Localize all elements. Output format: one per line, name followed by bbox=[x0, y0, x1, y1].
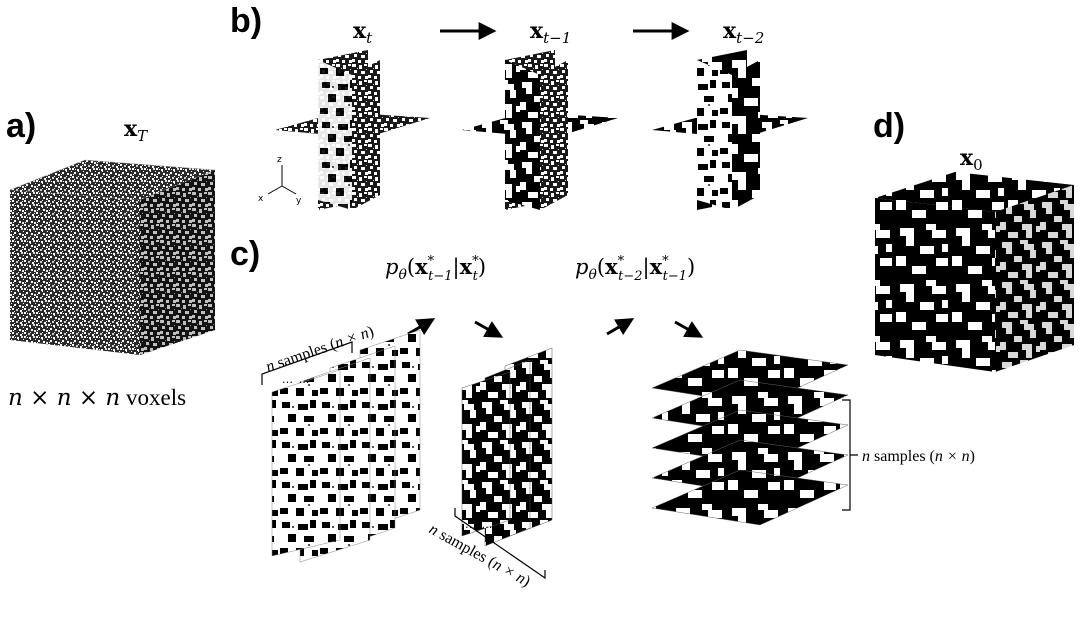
transition-2: pθ(x*t−2|x*t−1) bbox=[575, 254, 695, 284]
stack-2-bracket bbox=[454, 508, 546, 580]
step-xt1-label: xt−1 bbox=[530, 18, 571, 47]
noise-cube bbox=[9, 159, 216, 355]
voxel-caption: n × n × n voxels bbox=[8, 385, 186, 411]
slice-stack-3 bbox=[651, 349, 849, 526]
panel-d-state: x0 bbox=[960, 145, 983, 174]
stack-1-bracket bbox=[261, 341, 353, 385]
transition-1: pθ(x*t−1|x*t) bbox=[385, 254, 486, 284]
panel-d-label: d) bbox=[873, 107, 905, 145]
axis-x-label: x bbox=[258, 194, 264, 204]
flow-arrow-1b bbox=[474, 320, 504, 338]
stack-3-bracket bbox=[842, 399, 858, 511]
slices-xt1 bbox=[462, 50, 618, 210]
flow-arrow-1a bbox=[407, 318, 436, 336]
stack-2-ellipsis: … … bbox=[465, 518, 494, 531]
slice-stack-2 bbox=[461, 347, 553, 547]
flow-arrow-2b bbox=[674, 320, 704, 338]
slice-stack-1 bbox=[271, 329, 421, 563]
stack-1-ellipsis: … … bbox=[282, 373, 311, 386]
noise-cube-side bbox=[140, 170, 215, 355]
axis-y-label: y bbox=[296, 196, 302, 206]
slices-xt bbox=[275, 50, 430, 210]
axes-triad: z x y bbox=[258, 155, 302, 206]
panel-a-state: xT bbox=[124, 116, 148, 145]
generated-cube-side bbox=[995, 185, 1074, 372]
panel-b-label: b) bbox=[230, 2, 262, 40]
generated-cube-front bbox=[875, 198, 995, 372]
step-xt-label: xt bbox=[353, 18, 373, 47]
generated-cube bbox=[875, 172, 1074, 372]
flow-arrow-2a bbox=[606, 318, 635, 336]
generated-cube-top bbox=[875, 172, 1074, 212]
panel-c-label: c) bbox=[230, 235, 260, 273]
panel-a-label: a) bbox=[6, 107, 36, 145]
stack-3-samples-label: n samples (n × n) bbox=[862, 448, 975, 465]
step-xt2-label: xt−2 bbox=[723, 18, 764, 47]
noise-cube-front bbox=[10, 190, 140, 355]
slices-xt2 bbox=[652, 50, 808, 210]
axis-z-label: z bbox=[277, 155, 282, 165]
